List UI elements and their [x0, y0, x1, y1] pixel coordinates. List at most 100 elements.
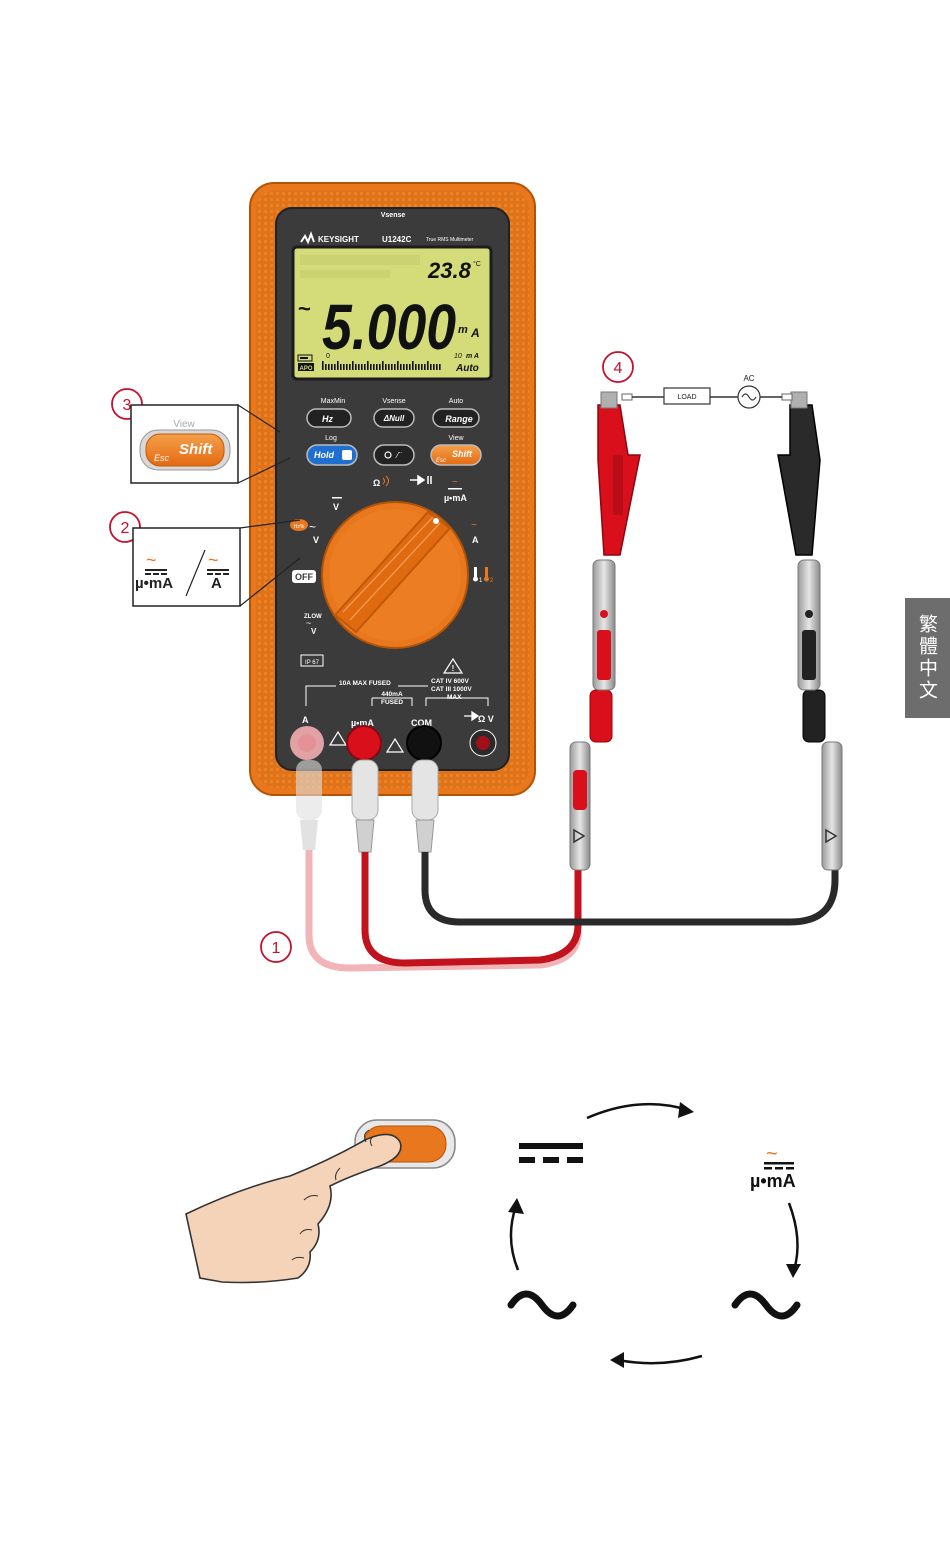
bargraph-segment: [334, 364, 336, 370]
view-label: View: [448, 435, 464, 442]
bargraph-segment: [436, 364, 438, 370]
vsense-top-label: Vsense: [381, 212, 406, 219]
rating-cat1: CAT IV 600V: [431, 678, 469, 685]
warning-icon: [442, 657, 464, 674]
bargraph-segment: [397, 361, 399, 370]
dial-hz-pct: Hz%: [294, 524, 305, 530]
load-box: [663, 387, 711, 405]
black-probe: [777, 391, 843, 871]
svg-text:~: ~: [208, 550, 219, 570]
arrow-left-icon: [610, 1352, 624, 1368]
terminal-a-label: A: [302, 715, 309, 725]
bargraph-segment: [337, 361, 339, 370]
lcd-ac-symbol: ~: [298, 296, 311, 321]
rating-440: 440mA: [381, 691, 403, 698]
backlight-button[interactable]: ⁄ ̈: [373, 444, 415, 466]
null-button[interactable]: ΔNull: [373, 408, 415, 428]
hold-button-label: Hold: [314, 450, 334, 460]
bargraph-segment: [355, 364, 357, 370]
svg-text:2: 2: [121, 520, 130, 537]
bargraph-segment: [331, 364, 333, 370]
multimeter: Vsense KEYSIGHT U1242C True RMS Multimet…: [249, 182, 536, 796]
arrow-up-icon: [508, 1198, 524, 1214]
rotary-dial[interactable]: [321, 501, 469, 649]
svg-text:~: ~: [309, 520, 316, 534]
bargraph-segment: [415, 364, 417, 370]
arrow-right-icon: [678, 1102, 694, 1118]
thermocouple-icons: 1 2: [473, 567, 494, 584]
ac-symbol-icon-left: [507, 1290, 577, 1320]
dial-pointer: [433, 518, 439, 524]
svg-text:~: ~: [471, 520, 477, 531]
terminal-ohmv-label: Ω V: [478, 714, 494, 724]
svg-text:2: 2: [490, 578, 494, 584]
mode-cycle: ~ µ•mA: [507, 1102, 801, 1368]
arrow-down-icon: [786, 1264, 801, 1278]
rating-10a: 10A MAX FUSED: [339, 680, 391, 687]
continuity-icon: [382, 475, 389, 487]
bargraph-segment: [403, 364, 405, 370]
bargraph-segment: [370, 364, 372, 370]
dial-uma-label: µ•mA: [444, 493, 467, 503]
bargraph-segment: [430, 364, 432, 370]
ip-rating: IP 67: [305, 660, 320, 666]
model-label: U1242C: [382, 235, 412, 244]
finger-press-illustration: [185, 1119, 456, 1284]
svg-text:1: 1: [479, 578, 483, 584]
shift-button[interactable]: Esc Shift: [430, 444, 482, 466]
callout-2-a: A: [211, 575, 222, 592]
bargraph-segment: [439, 364, 441, 370]
bargraph-segment: [418, 364, 420, 370]
bargraph-segment: [349, 364, 351, 370]
rating-cat2: CAT III 1000V: [431, 686, 472, 693]
vsense-label: Vsense: [382, 398, 405, 405]
dial-zlow-v: V: [311, 627, 317, 636]
bargraph-segment: [343, 364, 345, 370]
bargraph-segment: [322, 361, 324, 370]
terminal-com-label: COM: [411, 718, 432, 728]
svg-text:~: ~: [306, 618, 311, 628]
brand-label: KEYSIGHT: [318, 235, 359, 244]
lcd-unit-a: A: [470, 326, 480, 340]
shift-button-label: Shift: [452, 449, 473, 459]
warning-icon-small: [328, 730, 348, 746]
lcd-bar-start: 0: [326, 353, 330, 360]
diode-capacitor-icon: [410, 474, 432, 486]
bargraph-segment: [412, 361, 414, 370]
bargraph-segment: [421, 364, 423, 370]
log-label: Log: [325, 435, 337, 442]
ac-label: AC: [743, 374, 754, 383]
rating-fused: FUSED: [381, 699, 403, 706]
terminal-uma[interactable]: [346, 725, 382, 761]
bargraph-segment: [406, 364, 408, 370]
svg-text:~: ~: [146, 550, 157, 570]
svg-text:3: 3: [123, 397, 132, 414]
finger-icon: [185, 1133, 402, 1284]
hz-button[interactable]: Hz: [306, 408, 352, 428]
auto-label: Auto: [449, 398, 464, 405]
callout-2: 2 ~ µ•mA ~ A: [109, 511, 301, 607]
bargraph-segment: [361, 364, 363, 370]
warning-icon-small-2: [385, 737, 405, 753]
lcd-range-mode: Auto: [455, 363, 479, 374]
callout-4: 4: [602, 351, 634, 383]
circuit: LOAD AC: [632, 374, 782, 409]
language-tab-label: 繁體中文: [916, 614, 938, 702]
range-button[interactable]: Range: [432, 408, 480, 428]
hz-button-label: Hz: [322, 414, 333, 424]
bargraph-segment: [352, 361, 354, 370]
bargraph-segment: [433, 364, 435, 370]
lcd-apo: APO: [299, 366, 312, 372]
language-tab[interactable]: 繁體中文: [905, 598, 950, 718]
bargraph-segment: [388, 364, 390, 370]
dial-ohm-label: Ω: [373, 478, 380, 488]
dial-vdc-label: V: [333, 502, 339, 512]
load-label: LOAD: [677, 394, 696, 401]
hold-button[interactable]: Hold: [306, 444, 358, 466]
terminal-com[interactable]: [406, 725, 442, 761]
bargraph-segment: [391, 364, 393, 370]
svg-text:⁄ ̈: ⁄ ̈: [395, 451, 403, 460]
svg-text:~: ~: [452, 477, 458, 488]
terminal-uma-label: µ•mA: [351, 718, 374, 728]
lcd-temp-unit: °C: [473, 260, 481, 268]
